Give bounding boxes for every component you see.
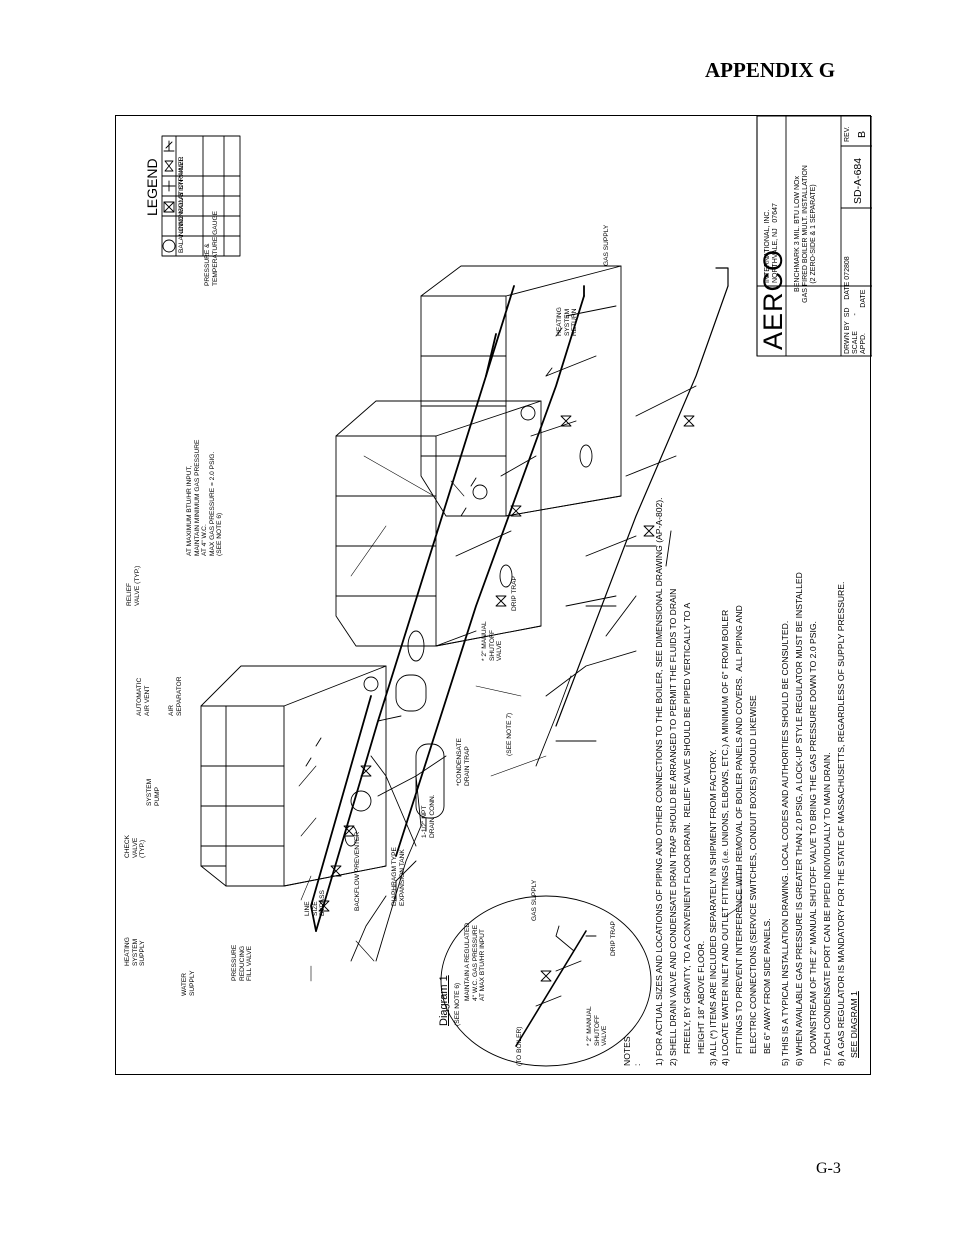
- drain-and-trap-piping: [535, 530, 672, 767]
- legend-title: LEGEND: [144, 158, 160, 216]
- note-2-cont-2: HEIGHT 18" ABOVE FLOOR.: [696, 940, 706, 1066]
- return-header-pipe: [395, 285, 585, 857]
- revision-label: REV.: [844, 126, 851, 142]
- note-4-cont-1: FITTINGS TO PREVENT INTERFERENCE WITH RE…: [734, 605, 744, 1066]
- diagram1-detail: [440, 895, 652, 1067]
- note-5: 5) THIS IS A TYPICAL INSTALLATION DRAWIN…: [780, 620, 790, 1066]
- approved: APPD. DATE: [860, 289, 867, 354]
- diagram1-manual-valve: * 2" MANUAL SHUTOFF VALVE: [586, 1006, 609, 1046]
- drawing-number: SD-A-684: [852, 157, 864, 204]
- label-backflow-preventer: BACKFLOW PREVENTER: [354, 831, 361, 911]
- note-7: 7) EACH CONDENSATE PORT CAN BE PIPED IND…: [822, 752, 832, 1066]
- label-manual-shutoff-valve: * 2" MANUAL SHUTOFF VALVE: [481, 621, 504, 661]
- scale: SCALE -: [852, 313, 859, 354]
- expansion-tank: [415, 743, 445, 832]
- label-pressure-reducing-fill-valve: PRESSURE REDUCING FILL VALVE: [231, 944, 254, 981]
- label-check-valve: CHECK VALVE (TYP.): [124, 834, 147, 858]
- legend-item-balancing-valve: BALANCING VALVE: [178, 192, 185, 253]
- notes-title: NOTES :: [622, 1036, 642, 1066]
- note-4: 4) LOCATE WATER INLET AND OUTLET FITTING…: [720, 609, 730, 1066]
- label-heating-system-return: HEATING SYSTEM RETURN: [556, 307, 579, 336]
- company-sub: INTERNATIONAL, INC. NORTHVALE, NJ 07647: [764, 203, 780, 283]
- boiler-3: [420, 265, 622, 517]
- diagram1-see-note: (SEE NOTE 6): [454, 982, 461, 1026]
- piping-schematic: [161, 116, 872, 1067]
- label-condensate-drain-trap: *CONDENSATE DRAIN TRAP: [456, 738, 471, 786]
- drawing-sheet: AERCO INTERNATIONAL, INC. NORTHVALE, NJ …: [115, 115, 872, 1076]
- label-air-separator: AIR SEPARATOR: [168, 676, 183, 716]
- diagram1-title: Diagram 1: [438, 975, 450, 1026]
- note-4-cont-2: ELECTRIC CONNECTIONS (SERVICE SWITCHES, …: [748, 695, 758, 1066]
- label-max-btu-note: AT MAXIMUM BTU/HR INPUT, MAINTAIN MINIMU…: [186, 439, 224, 556]
- revision-value: B: [856, 130, 868, 138]
- label-automatic-air-vent: AUTOMATIC AIR VENT: [136, 677, 151, 716]
- label-relief-valve: RELIEF VALVE (TYP.): [126, 565, 141, 606]
- label-see-note-7: (SEE NOTE 7): [506, 712, 513, 756]
- drawing-title: BENCHMARK 3 MIL. BTU LOW NOx GAS FIRED B…: [794, 165, 818, 303]
- note-6: 6) WHEN AVAILABLE GAS PRESSURE IS GREATE…: [794, 572, 804, 1066]
- label-system-pump: SYSTEM PUMP: [146, 778, 161, 806]
- note-3: 3) ALL (*) ITEMS ARE INCLUDED SEPARATELY…: [708, 749, 718, 1066]
- note-6-cont: DOWNSTREAM OF THE 2" MANUAL SHUTOFF VALV…: [808, 621, 818, 1066]
- page-number: G-3: [816, 1160, 841, 1177]
- ptg-gauges: [363, 405, 536, 692]
- supply-header-pipe: [310, 285, 515, 932]
- diagram1-to-boiler: (TO BOILER): [516, 1026, 523, 1066]
- appendix-heading: APPENDIX G: [705, 58, 836, 82]
- note-1: 1) FOR ACTUAL SIZES AND LOCATIONS OF PIP…: [654, 497, 664, 1066]
- diagram1-regulated-note: MAINTAIN A REGULATED 4" W.C. GAS PRESSUR…: [464, 922, 487, 1001]
- note-8: 8) A GAS REGULATOR IS MANDATORY FOR THE …: [836, 581, 846, 1066]
- note-8-see-diagram: SEE DIAGRAM 1: [849, 991, 859, 1058]
- diagram1-gas-supply: GAS SUPPLY: [531, 879, 538, 921]
- label-heating-system-supply: HEATING SYSTEM SUPPLY: [124, 937, 147, 966]
- diagram1-drip-trap: DRIP TRAP: [610, 921, 617, 956]
- inline-valves: [318, 415, 695, 912]
- system-pump: [350, 790, 372, 812]
- boiler-connection-pipes: [377, 305, 697, 797]
- drawn-by: DRWN BY SD DATE 072808: [844, 256, 851, 354]
- leader-lines: [298, 455, 742, 982]
- label-drain-conn: 1-1/2" NPT DRAIN CONN.: [421, 794, 436, 838]
- label-water-supply: WATER SUPPLY: [181, 970, 196, 996]
- legend-symbols: [162, 140, 176, 253]
- boiler-2: [335, 400, 542, 662]
- note-2-cont-1: FREELY, BY GRAVITY, TO A CONVENIENT FLOO…: [682, 602, 692, 1066]
- label-line-size-bypass: LINE SIZE BYPASS: [304, 890, 327, 916]
- water-supply-piping: [350, 755, 422, 962]
- label-expansion-tank: DIAPHRAGM TYPE EXPANSION TANK: [391, 847, 406, 906]
- air-separator-tank: [395, 674, 427, 712]
- note-2: 2) SHELL DRAIN VALVE AND CONDENSATE DRAI…: [668, 588, 678, 1066]
- gas-header-pipe: [555, 267, 729, 727]
- label-drip-trap: DRIP TRAP: [511, 576, 518, 611]
- title-block-frame: [756, 116, 872, 357]
- legend-box: [161, 135, 241, 257]
- rotated-drawing: AERCO INTERNATIONAL, INC. NORTHVALE, NJ …: [116, 116, 872, 1076]
- boiler-1: [200, 665, 387, 887]
- legend-item-ptg: PRESSURE & TEMPERATURE GAUGE: [204, 211, 219, 286]
- note-4-cont-3: BE 6" AWAY FROM SIDE PANELS.: [762, 918, 772, 1066]
- label-gas-supply: GAS SUPPLY: [603, 224, 610, 266]
